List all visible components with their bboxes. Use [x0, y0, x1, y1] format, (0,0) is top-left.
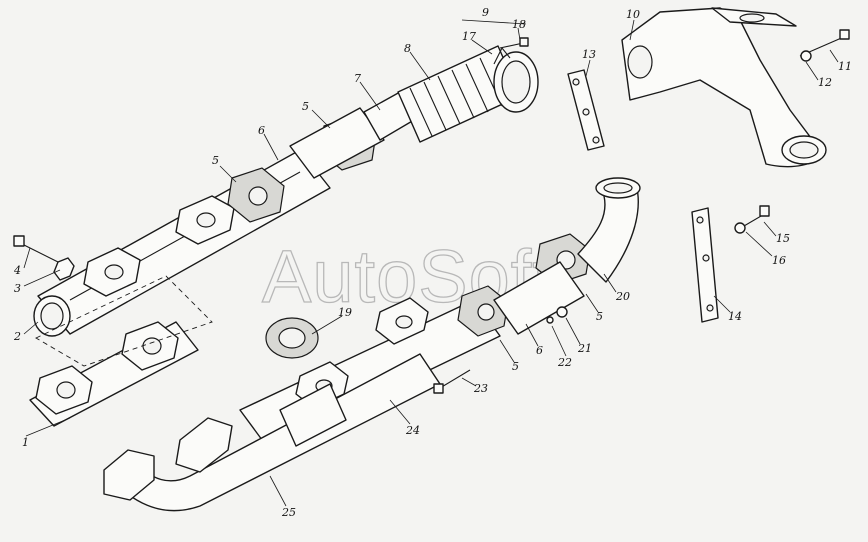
flange-ports-upper: [83, 195, 235, 297]
callout-labels: 1 2 3 4 5 5 5 5 6 6 7 8 9 10 11 12 13 14…: [13, 6, 852, 519]
callout-21: 21: [577, 342, 592, 355]
callout-5-lower-left: 5: [512, 360, 519, 373]
callout-14: 14: [728, 310, 742, 323]
callout-25: 25: [281, 506, 296, 519]
callout-1: 1: [22, 436, 29, 449]
callout-10: 10: [626, 8, 640, 21]
bolt-15: [743, 205, 770, 227]
leader-lines: [23, 19, 839, 507]
callout-9: 9: [482, 6, 489, 19]
bracket-14: [691, 207, 719, 323]
exhaust-pipe-25: [103, 353, 441, 512]
callout-6-lower: 6: [536, 344, 543, 357]
washer-21: [556, 306, 568, 318]
callout-19: 19: [338, 306, 352, 319]
washer-16: [734, 222, 746, 234]
callout-6-upper: 6: [258, 124, 265, 137]
gasket-19: [265, 317, 319, 359]
lower-pipe-section-6: [493, 261, 585, 335]
callout-23: 23: [473, 382, 488, 395]
upper-pipe-section-6: [289, 107, 385, 179]
callout-5-upper-right: 5: [302, 100, 309, 113]
callout-4: 4: [13, 264, 21, 277]
callout-5-upper-left: 5: [212, 154, 219, 167]
callout-5-lower-right: 5: [596, 310, 603, 323]
elbow-20: [577, 177, 641, 283]
callout-12: 12: [818, 76, 832, 89]
callout-7: 7: [354, 72, 361, 85]
callout-16: 16: [772, 254, 786, 267]
callout-18: 18: [512, 18, 526, 31]
bracket-13: [567, 69, 605, 151]
bolt-23: [433, 369, 471, 394]
nut-3: [53, 257, 75, 281]
washer-12: [800, 50, 812, 62]
callout-22: 22: [557, 356, 572, 369]
callout-13: 13: [582, 48, 596, 61]
assembly-dashed-link: [35, 275, 213, 367]
clamp-ring-17: [493, 46, 539, 113]
callout-17: 17: [462, 30, 476, 43]
callout-3: 3: [14, 282, 21, 295]
washer-22: [546, 316, 554, 324]
callout-11: 11: [838, 60, 852, 73]
callout-20: 20: [615, 290, 630, 303]
exhaust-elbow-10: [621, 7, 827, 168]
callout-2: 2: [13, 330, 21, 343]
exhaust-manifold-1: [29, 321, 199, 427]
bolt-18: [499, 37, 529, 49]
callout-24: 24: [405, 424, 420, 437]
callout-15: 15: [776, 232, 790, 245]
callout-8: 8: [404, 42, 411, 55]
